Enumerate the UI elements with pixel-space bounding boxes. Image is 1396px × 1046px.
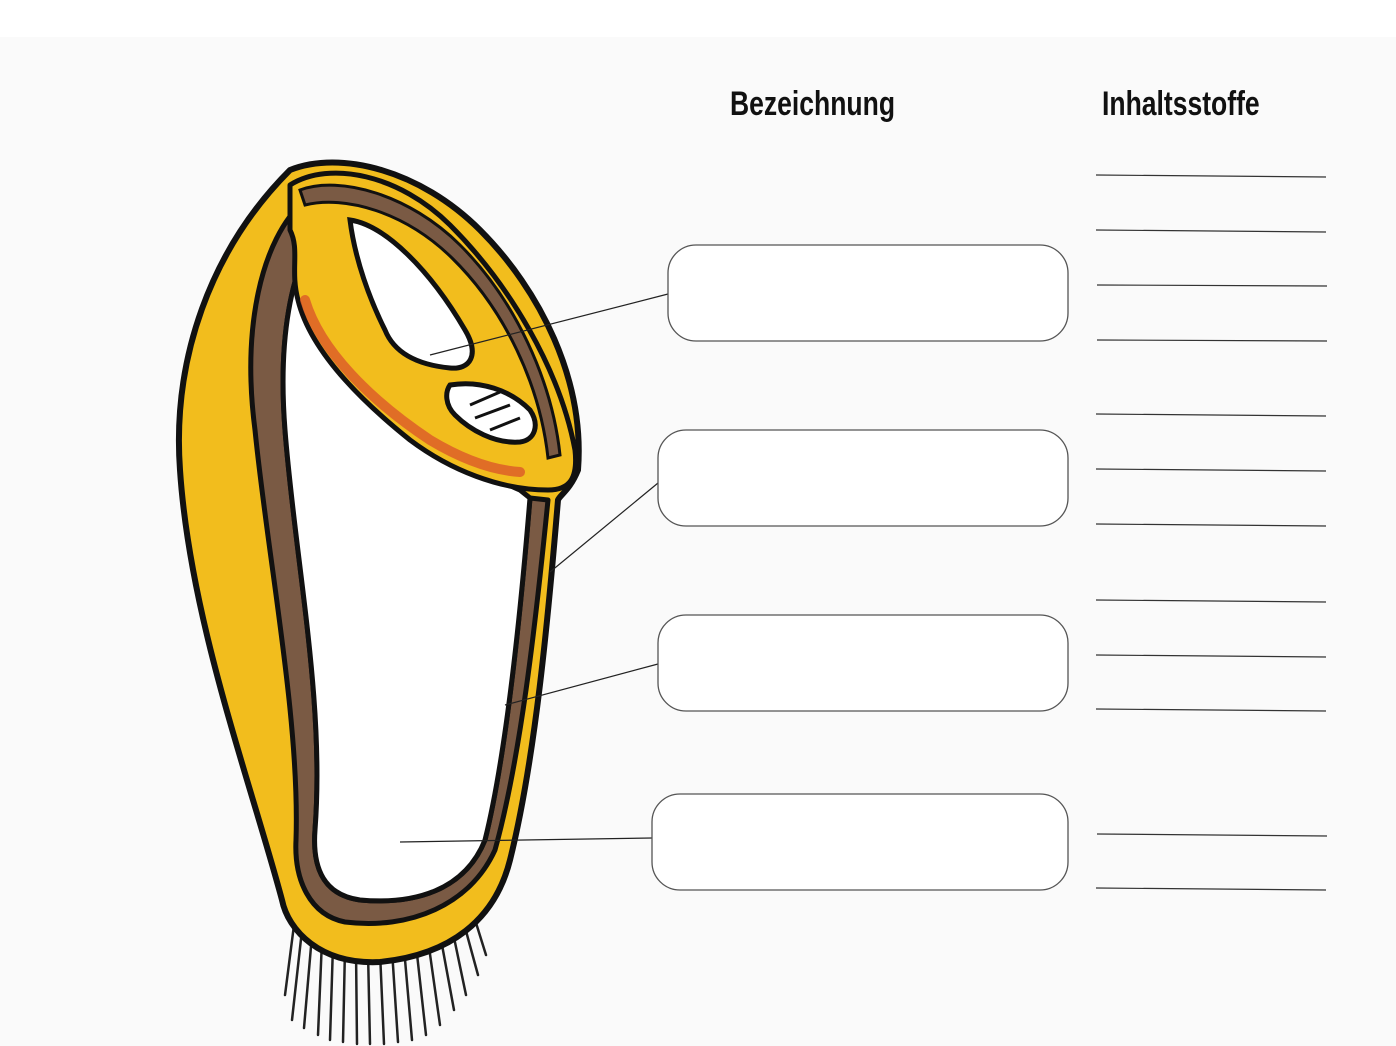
leader-line-embryo xyxy=(429,293,669,356)
label-box-husk[interactable] xyxy=(657,429,1069,527)
leader-line-endosperm xyxy=(399,837,653,843)
label-boxes xyxy=(651,244,1069,891)
header-inhaltsstoffe: Inhaltsstoffe xyxy=(1102,85,1260,123)
answer-line[interactable] xyxy=(1095,468,1327,472)
embryo-root-detail xyxy=(469,390,521,432)
label-box-endosperm[interactable] xyxy=(651,793,1069,891)
answer-line[interactable] xyxy=(1095,174,1327,178)
header-bezeichnung: Bezeichnung xyxy=(730,85,896,123)
answer-line[interactable] xyxy=(1095,708,1327,712)
embryo-bud xyxy=(347,217,475,371)
leader-line-seed-coat xyxy=(504,663,659,706)
answer-lines xyxy=(1095,174,1328,891)
answer-line[interactable] xyxy=(1096,833,1328,837)
answer-line[interactable] xyxy=(1096,284,1328,287)
label-box-seed-coat[interactable] xyxy=(657,614,1069,712)
answer-line[interactable] xyxy=(1095,654,1327,658)
grain-hairs xyxy=(283,908,488,1046)
answer-line[interactable] xyxy=(1095,413,1327,417)
embryo-accent xyxy=(300,295,525,477)
leader-lines xyxy=(399,293,669,843)
answer-line[interactable] xyxy=(1095,599,1327,603)
leader-line-husk xyxy=(549,482,659,573)
answer-line[interactable] xyxy=(1095,229,1327,233)
answer-line[interactable] xyxy=(1096,339,1328,342)
answer-line[interactable] xyxy=(1095,523,1327,527)
embryo-shield-band xyxy=(298,183,562,460)
answer-line[interactable] xyxy=(1095,887,1327,891)
label-box-embryo[interactable] xyxy=(667,244,1069,342)
